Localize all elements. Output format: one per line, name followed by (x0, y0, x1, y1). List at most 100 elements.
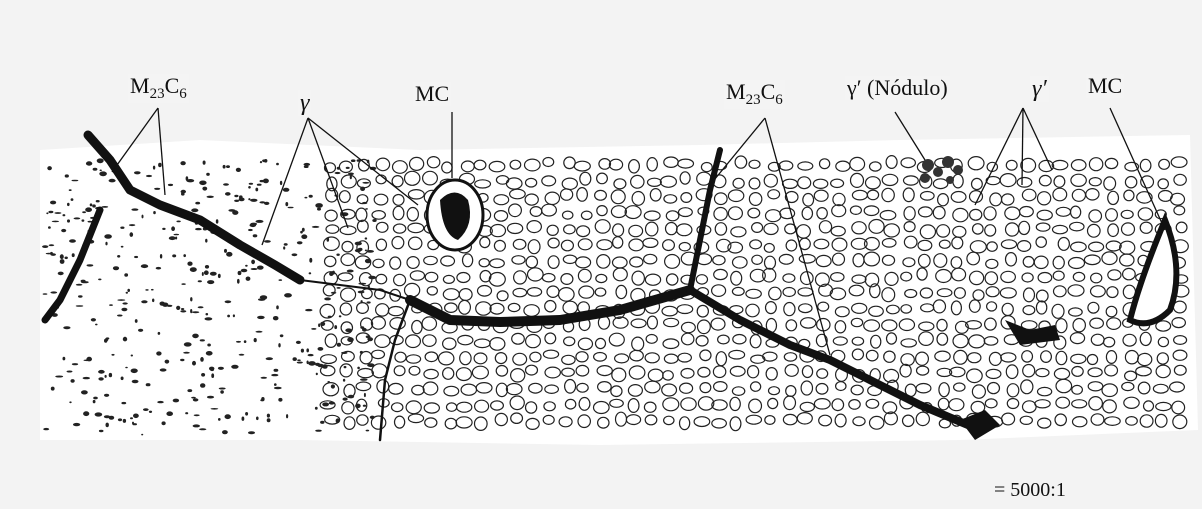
precipitate-dot (254, 338, 257, 342)
precipitate-dot (216, 219, 219, 223)
precipitate-dot (181, 192, 185, 195)
precipitate-dot (131, 208, 138, 210)
precipitate-dot (261, 297, 267, 299)
precipitate-dot (360, 378, 368, 380)
precipitate-dot (81, 390, 88, 394)
precipitate-dot (280, 334, 284, 337)
precipitate-dot (271, 374, 278, 376)
precipitate-dot (224, 249, 227, 253)
precipitate-dot (93, 168, 98, 171)
precipitate-dot (46, 212, 48, 214)
precipitate-dot (191, 208, 198, 212)
precipitate-dot (123, 337, 127, 342)
precipitate-dot (129, 224, 135, 226)
precipitate-dot (187, 262, 192, 266)
precipitate-dot (120, 227, 124, 229)
precipitate-dot (109, 373, 112, 377)
precipitate-dot (63, 357, 66, 361)
precipitate-dot (132, 380, 139, 383)
precipitate-dot (67, 371, 73, 373)
precipitate-dot (266, 357, 273, 360)
precipitate-dot (69, 189, 72, 191)
precipitate-dot (253, 234, 258, 237)
precipitate-dot (364, 393, 366, 397)
precipitate-dot (304, 197, 307, 199)
precipitate-dot (246, 277, 251, 281)
precipitate-dot (149, 411, 152, 413)
precipitate-dot (135, 319, 138, 323)
precipitate-dot (99, 430, 104, 432)
precipitate-dot (195, 202, 200, 205)
precipitate-dot (190, 297, 192, 301)
precipitate-dot (320, 421, 324, 424)
precipitate-dot (192, 361, 196, 366)
precipitate-dot (130, 232, 134, 237)
precipitate-dot (274, 369, 279, 372)
precipitate-dot (292, 253, 298, 256)
precipitate-dot (43, 428, 49, 430)
precipitate-dot (262, 159, 267, 162)
precipitate-dot (301, 234, 307, 239)
precipitate-dot (223, 183, 229, 186)
precipitate-dot (93, 400, 96, 403)
precipitate-dot (276, 305, 279, 309)
precipitate-dot (245, 265, 248, 267)
precipitate-dot (58, 272, 64, 276)
precipitate-dot (48, 211, 53, 213)
precipitate-dot (317, 208, 321, 211)
precipitate-dot (232, 210, 238, 215)
precipitate-dot (234, 195, 238, 197)
precipitate-dot (95, 412, 103, 416)
precipitate-dot (211, 408, 219, 410)
precipitate-dot (96, 200, 100, 202)
precipitate-dot (121, 308, 127, 311)
precipitate-dot (210, 369, 214, 372)
precipitate-dot (248, 431, 255, 434)
precipitate-dot (117, 315, 123, 317)
precipitate-dot (241, 269, 248, 273)
precipitate-dot (202, 272, 204, 276)
precipitate-dot (251, 260, 255, 265)
precipitate-dot (260, 161, 262, 163)
precipitate-dot (263, 179, 269, 184)
precipitate-dot (141, 300, 147, 303)
precipitate-dot (123, 419, 126, 423)
precipitate-dot (152, 299, 154, 303)
precipitate-dot (83, 411, 89, 416)
label-mc-right: MC (1086, 74, 1124, 98)
precipitate-dot (153, 211, 156, 214)
precipitate-dot (165, 360, 170, 364)
precipitate-dot (162, 228, 165, 230)
precipitate-dot (218, 274, 221, 278)
precipitate-dot (117, 255, 120, 258)
precipitate-dot (122, 302, 127, 304)
precipitate-dot (83, 377, 90, 379)
precipitate-dot (274, 383, 277, 386)
precipitate-dot (191, 397, 196, 399)
precipitate-dot (222, 430, 228, 434)
precipitate-dot (306, 348, 309, 352)
precipitate-dot (105, 338, 108, 341)
precipitate-dot (365, 208, 368, 210)
precipitate-dot (274, 387, 282, 389)
precipitate-dot (192, 311, 199, 313)
precipitate-dot (47, 166, 52, 170)
precipitate-dot (210, 272, 217, 276)
precipitate-dot (154, 188, 160, 190)
precipitate-dot (51, 387, 55, 391)
precipitate-dot (207, 396, 214, 399)
precipitate-dot (259, 201, 265, 203)
precipitate-dot (74, 217, 81, 219)
precipitate-dot (309, 272, 312, 274)
precipitate-dot (351, 159, 356, 162)
precipitate-dot (305, 309, 312, 311)
precipitate-dot (279, 279, 283, 281)
precipitate-dot (61, 229, 66, 232)
precipitate-dot (242, 417, 245, 421)
precipitate-dot (131, 369, 138, 374)
precipitate-dot (93, 397, 98, 400)
precipitate-dot (97, 158, 104, 163)
precipitate-dot (71, 379, 75, 383)
precipitate-dot (312, 226, 320, 228)
precipitate-dot (278, 343, 280, 347)
